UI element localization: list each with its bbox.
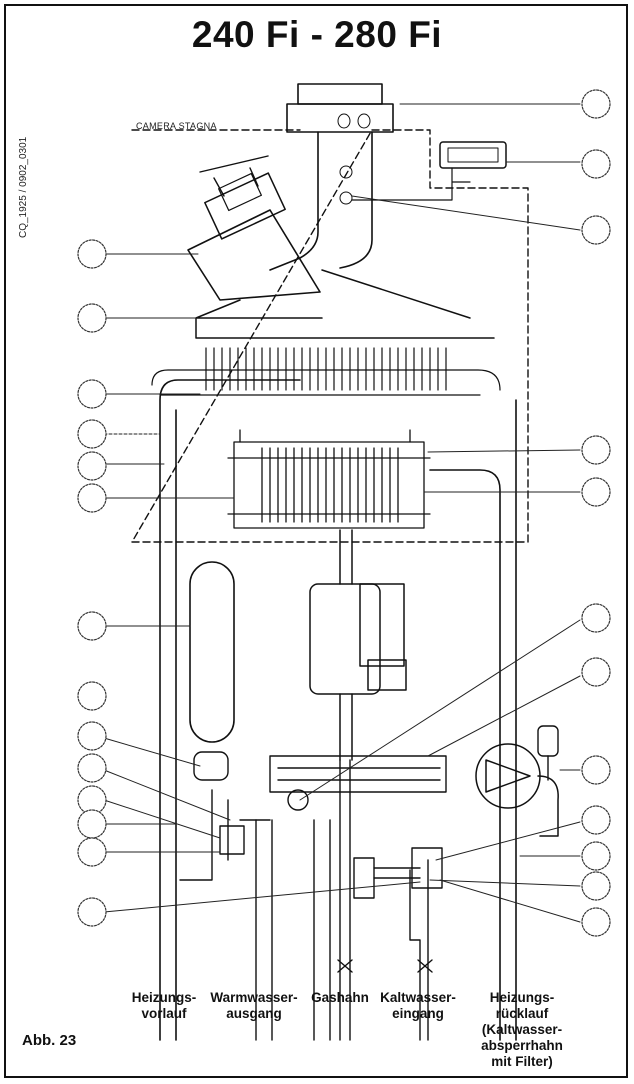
callout-circle [77,611,107,641]
label-cold-water-inlet: Kaltwasser-eingang [380,990,456,1021]
callout-circle [77,303,107,333]
callout-circle [581,215,611,245]
callout-circle [581,435,611,465]
fan [187,155,321,301]
callout-circle [77,239,107,269]
callout-circle [77,483,107,513]
dhw-exchanger [353,847,443,1041]
callout-circle [77,451,107,481]
callout-circle [581,871,611,901]
air-pressure-switch [351,141,507,201]
hydraulic-group [179,751,447,1041]
callout-circle [581,841,611,871]
heat-exchanger [151,347,501,396]
callout-circle [77,681,107,711]
callout-circle [581,907,611,937]
callout-circle [77,379,107,409]
figure-number: Abb. 23 [22,1032,77,1049]
heating-flow-pipe [159,379,301,1041]
callout-circle [581,477,611,507]
gas-valve [309,529,407,761]
callout-circle [77,721,107,751]
callout-circle [581,603,611,633]
figure-title: 240 Fi - 280 Fi [191,14,443,55]
sealed-chamber-outline [131,129,529,543]
callout-circle [581,755,611,785]
figure-frame [4,4,628,1078]
callout-circle [77,753,107,783]
chamber-label: CAMERA STAGNA [136,121,217,131]
burner [227,429,431,529]
callout-circle [581,89,611,119]
label-heating-return: Heizungs-rücklauf (Kaltwasser-absperrhah… [481,990,563,1069]
label-heating-flow: Heizungs-vorlauf [131,990,197,1021]
heating-return-pipe [429,399,517,1041]
callout-circles [77,89,611,937]
callout-circle [581,657,611,687]
circulation-pump [475,743,559,837]
callout-circle [77,837,107,867]
air-vent [537,725,559,781]
flue-outlet [269,83,394,271]
label-hot-water-outlet: Warmwasser-ausgang [210,990,298,1021]
callout-circle [77,419,107,449]
flue-hood [195,269,495,339]
callout-circle [581,805,611,835]
callout-circle [77,809,107,839]
expansion-vessel [189,561,235,743]
label-gas-tap: Gashahn [311,990,369,1005]
callout-circle [581,149,611,179]
leader-lines [103,103,581,923]
callout-circle [77,897,107,927]
